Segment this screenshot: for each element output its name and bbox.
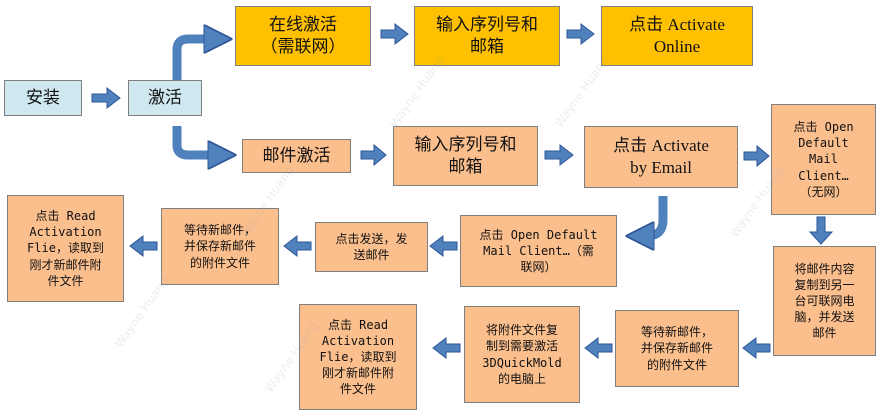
email-activation-box: 邮件激活 [242,139,351,173]
activate-box: 激活 [128,80,202,116]
click-send-box: 点击发送，发 送邮件 [315,222,428,272]
wait-new-mail-box-b: 等待新邮件， 并保存新邮件 的附件文件 [615,310,739,387]
arrow-activate-to-email [172,126,222,155]
arrow-online-to-serial [380,22,409,46]
read-activation-file-box-a: 点击 Read Activation Flie，读取到 刚才新邮件附 件文件 [7,195,124,302]
online-activation-box: 在线激活 （需联网） [235,6,371,66]
arrow-copy-attachment-to-read-b [432,336,461,360]
open-mail-client-offline-box: 点击 Open Default Mail Client… （无网） [771,104,876,215]
online-serial-email-box: 输入序列号和 邮箱 [414,6,560,66]
arrow-email-to-serial [360,143,387,167]
open-mail-client-online-box: 点击 Open Default Mail Client…（需 联网） [460,215,617,287]
arrow-send-to-wait-a [283,234,312,258]
arrow-wait-b-to-copy-attachment [584,336,613,360]
arrow-install-to-activate [91,86,121,110]
click-activate-by-email-box: 点击 Activate by Email [584,126,738,188]
arrow-activate-to-online [172,39,218,80]
arrow-activate-email-to-offline-client [743,144,770,168]
install-box: 安装 [4,80,82,116]
arrow-offline-client-to-copy [808,216,834,245]
read-activation-file-box-b: 点击 Read Activation Flie，读取到 刚才新邮件附 件文件 [299,304,417,410]
arrow-wait-a-to-read-a [129,234,158,258]
arrow-activate-email-to-client [640,196,668,236]
arrow-client-to-send [429,234,458,258]
arrow-serial-to-activate-email [544,143,574,167]
arrow-copy-to-wait-b [742,336,771,360]
email-serial-email-box: 输入序列号和 邮箱 [393,126,538,186]
arrow-serial-to-activate-online [566,22,595,46]
click-activate-online-box: 点击 Activate Online [601,6,753,66]
copy-mail-other-pc-box: 将邮件内容 复制到另一 台可联网电 脑，并发送 邮件 [773,246,876,356]
wait-new-mail-box-a: 等待新邮件， 并保存新邮件 的附件文件 [161,208,279,285]
copy-attachment-box: 将附件文件复 制到需要激活 3DQuickMold 的电脑上 [464,306,580,403]
